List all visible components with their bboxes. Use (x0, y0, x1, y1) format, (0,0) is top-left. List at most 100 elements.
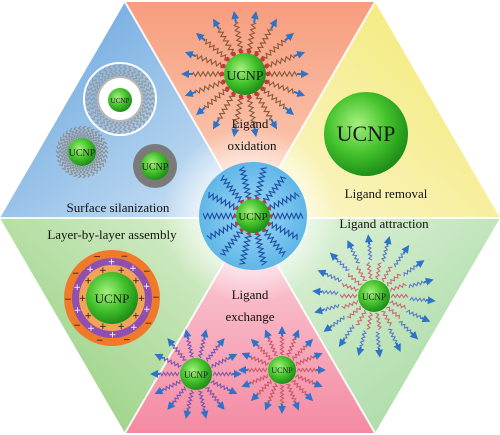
exchange-ligand (286, 383, 297, 403)
oxidation-ligand-tip (213, 18, 221, 30)
charge-sign: + (99, 266, 107, 276)
exchange-ligand (291, 380, 307, 396)
oxidation-ligand (254, 29, 273, 57)
charge-sign: + (129, 264, 137, 274)
center-core-label: UCNP (238, 211, 267, 223)
silane-chain (95, 73, 106, 84)
exchange-ligand (292, 345, 308, 361)
attraction-ligand-tip (323, 324, 333, 332)
oxidation-ligand-head (221, 63, 226, 69)
silane-chain (94, 137, 106, 146)
attraction-inner-ligand (355, 265, 367, 282)
attraction-ligand-tip (423, 277, 434, 286)
attraction-inner-ligand (381, 266, 393, 283)
center-ligand (253, 167, 267, 200)
silane-chain (125, 119, 133, 134)
exchange-ligand (185, 338, 194, 358)
oxidation-ligand (265, 53, 295, 69)
silane-chain (85, 91, 99, 98)
silane-chain (55, 149, 69, 155)
silane-chain (94, 155, 107, 163)
attraction-outer-ligand (403, 264, 418, 277)
oxidation-ligand-tip (284, 106, 295, 116)
oxidation-ligand-tip (250, 125, 259, 138)
center-ligand (208, 191, 239, 211)
silane-chain (95, 141, 108, 149)
exchange-label-line1: Ligand (232, 287, 269, 302)
exchange-ligand-tip (167, 401, 176, 410)
attraction-label: Ligand attraction (339, 216, 429, 231)
silanization-particle-small: UCNP (55, 125, 109, 179)
charge-sign: − (145, 319, 153, 329)
charge-sign: + (86, 265, 94, 275)
center-ligand (238, 166, 252, 199)
silane-chain (69, 127, 78, 140)
silane-chain (128, 67, 138, 81)
exchange-ligand-tip (304, 338, 314, 348)
silane-chain (141, 91, 156, 98)
silane-chain (141, 96, 156, 102)
silane-chain (107, 64, 115, 79)
charge-sign: + (138, 294, 146, 304)
exchange-ligand-tip (313, 352, 323, 360)
oxidation-ligand-tip (231, 10, 240, 23)
silane-chain (102, 66, 112, 80)
lbl-core-label: UCNP (95, 291, 130, 306)
exchange-ligand (163, 356, 182, 369)
oxidation-ligand (192, 70, 224, 78)
oxidation-core (224, 53, 266, 95)
silane-shell-outline (83, 62, 157, 136)
exchange-ligand (279, 384, 285, 405)
attraction-inner-ligand (366, 312, 374, 330)
charge-sign: + (117, 266, 125, 276)
attraction-ligand-tip (338, 338, 347, 348)
exchange-ligand-tip (292, 329, 300, 339)
exchange-ligand-tip (250, 392, 260, 402)
silane-chain (60, 137, 72, 146)
silanization-core-label-1: UCNP (111, 97, 130, 105)
oxidation-ligand (233, 21, 244, 53)
silane-chain (69, 163, 78, 176)
oxidation-ligand (260, 87, 286, 110)
oxidation-ligand-tip (231, 125, 240, 138)
exchange-ligand-tip (216, 338, 225, 347)
silane-chain (117, 63, 123, 78)
silane-chain (91, 77, 104, 87)
oxidation-ligand-tip (184, 89, 197, 97)
removal-core-label: UCNP (337, 121, 396, 146)
silane-chain (56, 145, 69, 152)
silane-chain (112, 120, 119, 134)
attraction-nanoparticle: UCNP (312, 234, 436, 358)
silane-chain (102, 117, 112, 131)
attraction-inner-ligand (389, 282, 407, 292)
oxidation-core-label: UCNP (226, 69, 264, 84)
silane-chain (85, 104, 100, 112)
oxidation-ligand-tip (195, 32, 206, 42)
oxidation-ligand-tip (195, 106, 206, 116)
attraction-inner-ligand (385, 306, 401, 320)
exchange-ligand (210, 379, 229, 392)
charge-sign: − (143, 267, 151, 277)
attraction-outer-ligand (359, 330, 367, 347)
oxidation-ligand (245, 22, 257, 54)
silane-chain (89, 163, 99, 174)
removal-label: Ligand removal (345, 186, 428, 201)
oxidation-ligand-head (221, 79, 226, 85)
silane-chain (121, 64, 128, 78)
silane-chain (98, 69, 109, 81)
charge-sign: − (152, 293, 160, 303)
silane-chain (73, 164, 81, 178)
silane-chain (91, 160, 102, 171)
oxidation-ligand-head (254, 51, 259, 57)
silane-chain (125, 65, 133, 79)
charge-sign: + (74, 306, 82, 316)
attraction-outer-ligand (381, 245, 389, 262)
exchange-ligand-tip (183, 408, 192, 419)
center-ligand (220, 175, 244, 203)
silane-chain (73, 126, 80, 139)
attraction-inner-ligand (381, 310, 393, 327)
silane-chain (56, 155, 69, 163)
charge-sign: + (79, 294, 87, 304)
